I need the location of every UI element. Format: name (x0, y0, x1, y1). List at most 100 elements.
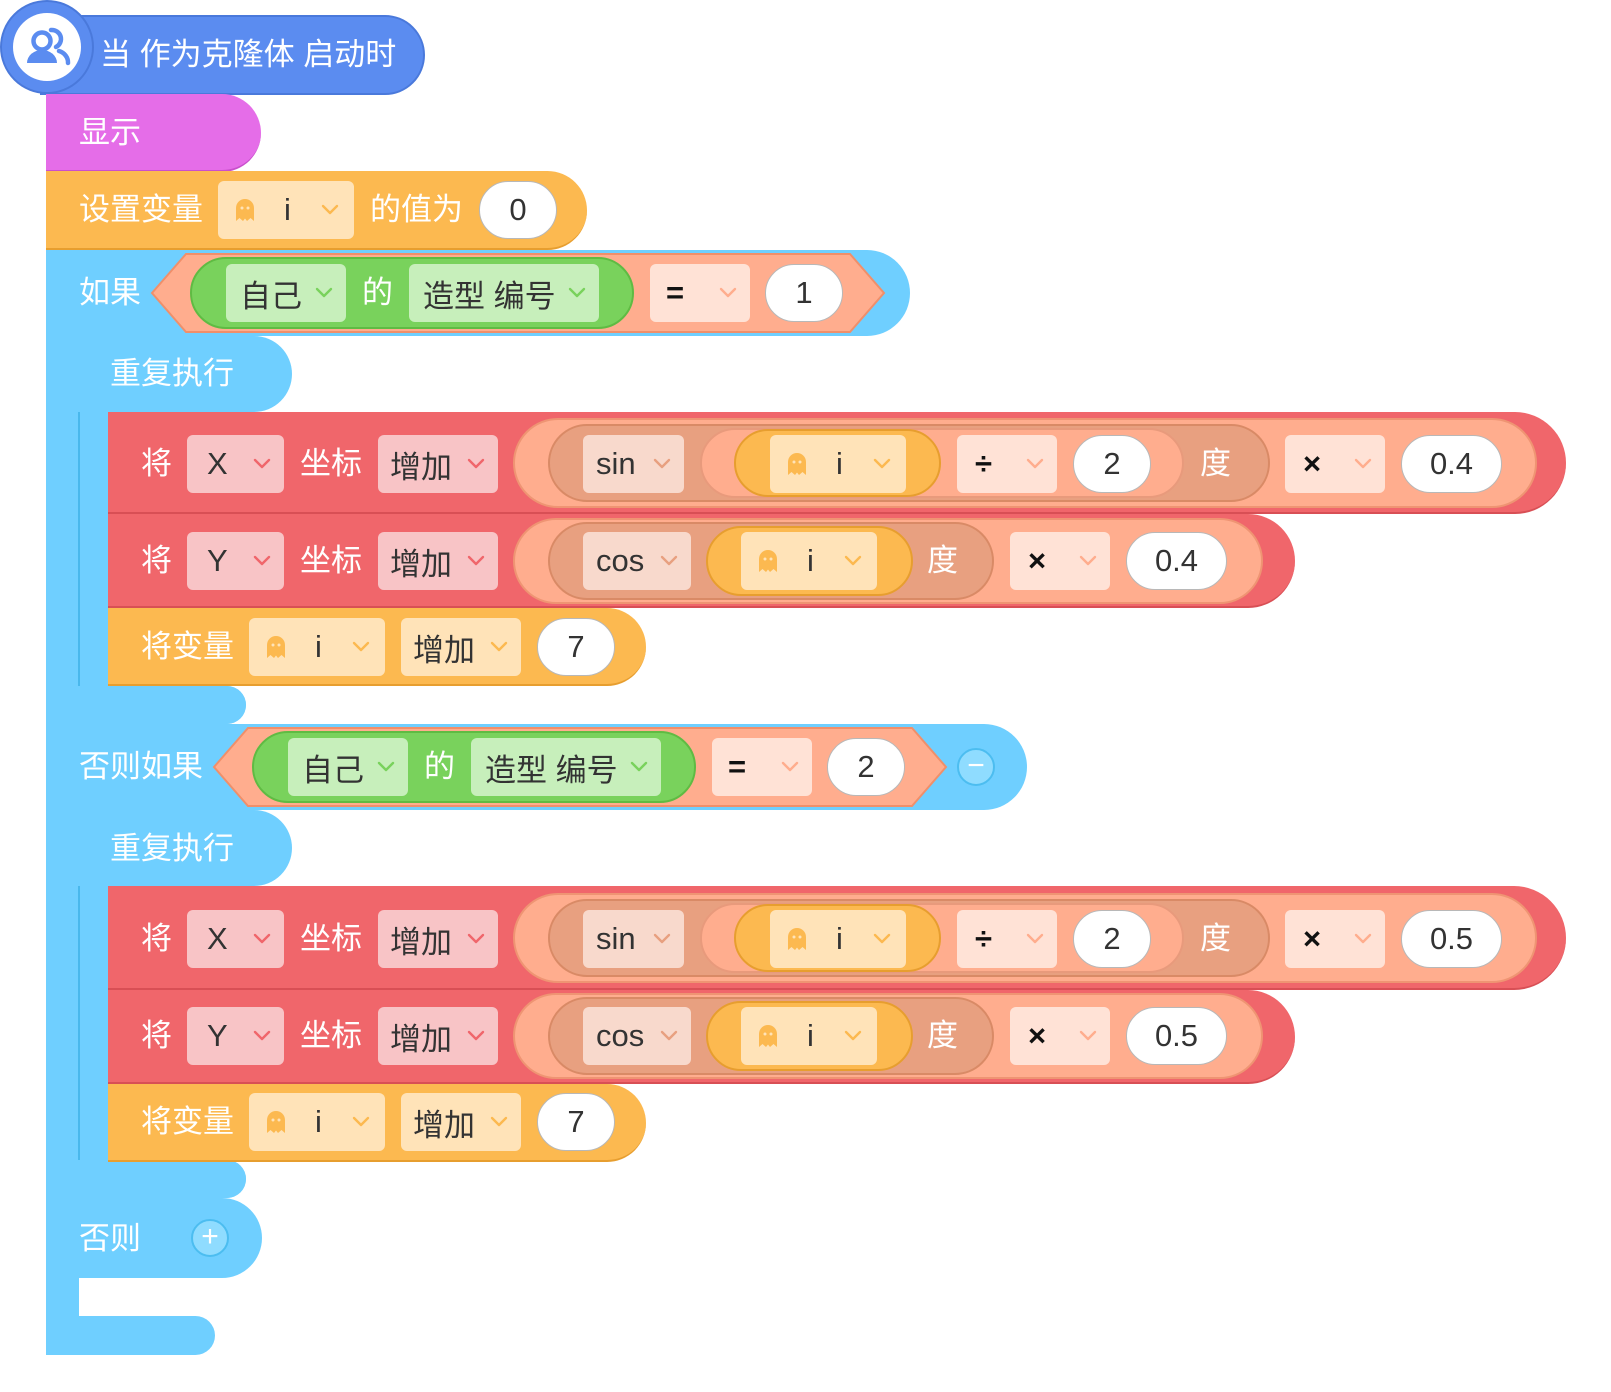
b2-move-x-coord-label: 坐标 (300, 921, 362, 956)
else-label: 否则 (79, 1221, 141, 1256)
chevron-down-icon (843, 1029, 863, 1043)
b1-change-variable-value-input[interactable]: 7 (537, 618, 615, 676)
b1-x-var-dropdown[interactable]: i (770, 435, 906, 493)
b1-y-var-dropdown[interactable]: i (741, 532, 877, 590)
b2-x-div-operator-dropdown[interactable]: ÷ (957, 910, 1057, 968)
elseif-sensor-of-label: 的 (424, 749, 455, 784)
chevron-down-icon (629, 760, 649, 774)
chevron-down-icon (466, 457, 486, 471)
b1-y-mul-operator-dropdown[interactable]: × (1010, 532, 1110, 590)
chevron-down-icon (314, 286, 334, 300)
b2-x-var-dropdown[interactable]: i (770, 910, 906, 968)
set-variable-mid-label: 的值为 (370, 192, 463, 227)
repeat-2-header[interactable] (78, 810, 292, 886)
b2-y-var-dropdown[interactable]: i (741, 1007, 877, 1065)
chevron-down-icon (351, 640, 371, 654)
b1-change-variable-label: 将变量 (141, 629, 234, 664)
b2-move-x-axis-dropdown[interactable]: X (187, 910, 284, 968)
b1-x-mul-operator-dropdown[interactable]: × (1285, 435, 1385, 493)
b1-y-func-dropdown[interactable]: cos (583, 532, 691, 590)
ghost-variable-icon (265, 1109, 287, 1135)
elseif-sensor-target-dropdown[interactable]: 自己 (288, 738, 408, 796)
b2-y-degree-label: 度 (927, 1018, 958, 1053)
b2-move-y-label: 将 (141, 1018, 172, 1053)
chevron-down-icon (872, 932, 892, 946)
chevron-down-icon (1078, 554, 1098, 568)
if-value-input[interactable]: 1 (765, 264, 843, 322)
b1-change-variable-mode-dropdown[interactable]: 增加 (401, 618, 521, 676)
if-label: 如果 (79, 275, 141, 310)
set-variable-var-dropdown[interactable]: i (218, 181, 354, 239)
elseif-label: 否则如果 (79, 749, 203, 784)
b2-move-x-label: 将 (141, 921, 172, 956)
chevron-down-icon (466, 932, 486, 946)
chevron-down-icon (466, 554, 486, 568)
repeat-1-foot (78, 686, 246, 724)
if-sensor-attr-dropdown[interactable]: 造型 编号 (409, 264, 599, 322)
clone-users-icon (13, 13, 81, 81)
chevron-down-icon (1025, 932, 1045, 946)
hat-label: 当 作为克隆体 启动时 (100, 37, 397, 72)
b1-move-y-axis-dropdown[interactable]: Y (187, 532, 284, 590)
b2-y-mul-operator-dropdown[interactable]: × (1010, 1007, 1110, 1065)
b1-x-func-dropdown[interactable]: sin (583, 435, 684, 493)
elseif-sensor-attr-dropdown[interactable]: 造型 编号 (471, 738, 661, 796)
b1-x-div-operator-dropdown[interactable]: ÷ (957, 435, 1057, 493)
elseif-value-input[interactable]: 2 (827, 738, 905, 796)
elseif-operator-dropdown[interactable]: = (712, 738, 812, 796)
chevron-down-icon (843, 554, 863, 568)
chevron-down-icon (1025, 457, 1045, 471)
chevron-down-icon (320, 203, 340, 217)
b1-move-x-coord-label: 坐标 (300, 446, 362, 481)
b2-move-y-coord-label: 坐标 (300, 1018, 362, 1053)
b2-move-y-mode-dropdown[interactable]: 增加 (378, 1007, 498, 1065)
b1-x-divisor-input[interactable]: 2 (1073, 435, 1151, 493)
b1-move-y-mode-dropdown[interactable]: 增加 (378, 532, 498, 590)
chevron-down-icon (252, 1029, 272, 1043)
repeat-2-label: 重复执行 (110, 831, 234, 866)
b2-x-factor-input[interactable]: 0.5 (1401, 910, 1502, 968)
repeat-1-header[interactable] (78, 336, 292, 412)
chevron-down-icon (489, 1115, 509, 1129)
show-block[interactable] (46, 94, 261, 172)
plus-icon: + (201, 1220, 219, 1253)
else-add-branch-button[interactable]: + (191, 1219, 229, 1257)
b2-y-factor-input[interactable]: 0.5 (1126, 1007, 1227, 1065)
ghost-variable-icon (234, 197, 256, 223)
b1-move-y-label: 将 (141, 543, 172, 578)
b1-y-factor-input[interactable]: 0.4 (1126, 532, 1227, 590)
b2-y-func-dropdown[interactable]: cos (583, 1007, 691, 1065)
b2-move-y-axis-dropdown[interactable]: Y (187, 1007, 284, 1065)
b2-x-divisor-input[interactable]: 2 (1073, 910, 1151, 968)
clone-start-hat-block[interactable] (40, 15, 425, 95)
chevron-down-icon (780, 760, 800, 774)
chevron-down-icon (567, 286, 587, 300)
elseif-remove-button[interactable]: − (957, 748, 995, 786)
b1-x-degree-label: 度 (1200, 446, 1231, 481)
b1-move-x-axis-dropdown[interactable]: X (187, 435, 284, 493)
b1-change-variable-var-dropdown[interactable]: i (249, 618, 385, 676)
chevron-down-icon (252, 932, 272, 946)
b2-move-x-mode-dropdown[interactable]: 增加 (378, 910, 498, 968)
b2-change-variable-value-input[interactable]: 7 (537, 1093, 615, 1151)
minus-icon: − (967, 749, 985, 782)
if-sensor-target-dropdown[interactable]: 自己 (226, 264, 346, 322)
ghost-variable-icon (786, 451, 808, 477)
chevron-down-icon (466, 1029, 486, 1043)
chevron-down-icon (1353, 932, 1373, 946)
b1-x-factor-input[interactable]: 0.4 (1401, 435, 1502, 493)
b1-move-x-mode-dropdown[interactable]: 增加 (378, 435, 498, 493)
chevron-down-icon (1353, 457, 1373, 471)
b2-x-func-dropdown[interactable]: sin (583, 910, 684, 968)
chevron-down-icon (376, 760, 396, 774)
set-variable-value-input[interactable]: 0 (479, 181, 557, 239)
b2-x-mul-operator-dropdown[interactable]: × (1285, 910, 1385, 968)
if-operator-dropdown[interactable]: = (650, 264, 750, 322)
chevron-down-icon (351, 1115, 371, 1129)
var-name: i (284, 192, 291, 227)
else-empty-slot (79, 1278, 379, 1316)
chevron-down-icon (872, 457, 892, 471)
chevron-down-icon (659, 1029, 679, 1043)
b2-change-variable-mode-dropdown[interactable]: 增加 (401, 1093, 521, 1151)
b2-change-variable-var-dropdown[interactable]: i (249, 1093, 385, 1151)
